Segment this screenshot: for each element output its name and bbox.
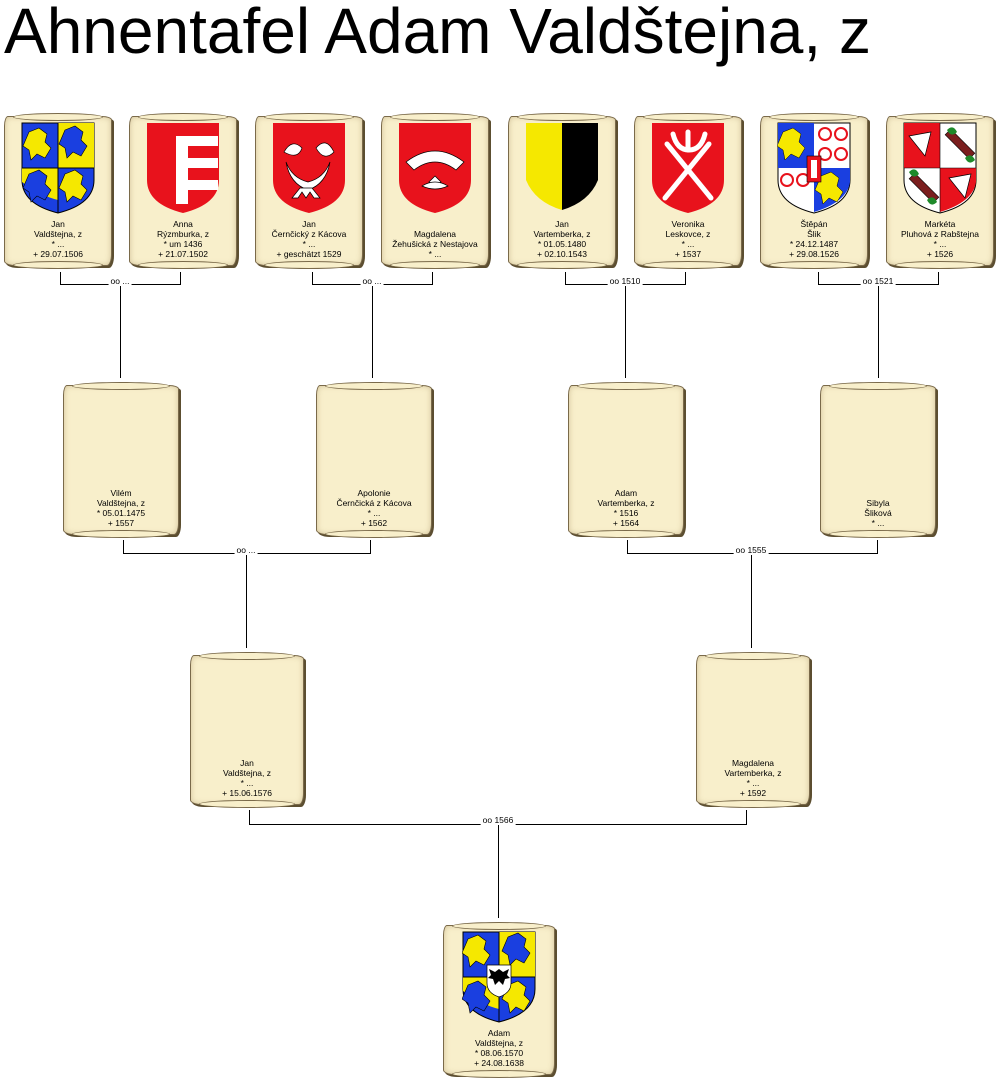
person-birth: * 24.12.1487 bbox=[789, 239, 839, 249]
person-given-name: Vilém bbox=[110, 488, 132, 498]
person-family-name: Vartemberka, z bbox=[597, 498, 655, 508]
coat-of-arms-icon bbox=[398, 122, 472, 214]
person-birth: * ... bbox=[240, 778, 254, 788]
person-given-name: Jan bbox=[555, 219, 569, 229]
person-death: + 15.06.1576 bbox=[222, 788, 272, 798]
person-birth: * ... bbox=[871, 518, 885, 528]
coat-of-arms-icon bbox=[777, 122, 851, 214]
connector-m4 bbox=[818, 272, 939, 378]
person-family-name: Vartemberka, z bbox=[533, 229, 591, 239]
person-card-stepan-slik[interactable]: Štěpán Šlik * 24.12.1487 + 29.08.1526 bbox=[760, 113, 868, 269]
person-given-name: Adam bbox=[614, 488, 638, 498]
person-death: + 29.07.1506 bbox=[33, 249, 83, 259]
coat-of-arms-icon bbox=[525, 122, 599, 214]
person-card-jan-vartemberk[interactable]: Jan Vartemberka, z * 01.05.1480 + 02.10.… bbox=[508, 113, 616, 269]
person-given-name: Anna bbox=[173, 219, 193, 229]
person-death: + 21.07.1502 bbox=[158, 249, 208, 259]
person-given-name: Jan bbox=[240, 758, 254, 768]
person-birth: * ... bbox=[367, 508, 381, 518]
marriage-label: oo 1566 bbox=[480, 815, 516, 825]
coat-of-arms-icon bbox=[146, 122, 220, 214]
person-given-name: Markéta bbox=[924, 219, 956, 229]
person-family-name: Černčický z Kácova bbox=[271, 229, 347, 239]
person-death: + 24.08.1638 bbox=[474, 1058, 524, 1068]
person-card-magdalena-vartemberk[interactable]: Magdalena Vartemberka, z * ... + 1592 bbox=[696, 652, 810, 808]
person-card-jan-valdstejn[interactable]: Jan Valdštejna, z * ... + 29.07.1506 bbox=[4, 113, 112, 269]
person-death: + 29.08.1526 bbox=[789, 249, 839, 259]
person-given-name: Adam bbox=[487, 1028, 511, 1038]
person-card-anna-ryzmburk[interactable]: Anna Rýzmburka, z * um 1436 + 21.07.1502 bbox=[129, 113, 237, 269]
person-birth: * ... bbox=[302, 239, 316, 249]
connector-m5 bbox=[123, 540, 371, 648]
person-card-adam-valdstejn[interactable]: Adam Valdštejna, z * 08.06.1570 + 24.08.… bbox=[443, 922, 555, 1078]
person-given-name: Jan bbox=[51, 219, 65, 229]
person-given-name: Veronika bbox=[671, 219, 705, 229]
person-family-name: Žehušická z Nestajova bbox=[392, 239, 478, 249]
person-given-name: Sibyla bbox=[866, 498, 890, 508]
person-card-magdalena-zehusicka[interactable]: Magdalena Žehušická z Nestajova * ... bbox=[381, 113, 489, 269]
connector-m3 bbox=[565, 272, 686, 378]
person-birth: * um 1436 bbox=[163, 239, 203, 249]
person-family-name: Šliková bbox=[864, 508, 892, 518]
person-family-name: Valdštejna, z bbox=[222, 768, 272, 778]
marriage-label: oo 1510 bbox=[607, 276, 643, 286]
person-birth: * ... bbox=[746, 778, 760, 788]
person-card-apolonie-cerncicka[interactable]: Apolonie Černčická z Kácova * ... + 1562 bbox=[316, 382, 432, 538]
person-given-name: Magdalena bbox=[731, 758, 775, 768]
person-given-name: Magdalena bbox=[413, 229, 457, 239]
person-death: + 1592 bbox=[739, 788, 767, 798]
person-card-veronika-leskovce[interactable]: Veronika Leskovce, z * ... + 1537 bbox=[634, 113, 742, 269]
coat-of-arms-icon bbox=[21, 122, 95, 214]
person-death: + geschätzt 1529 bbox=[276, 249, 342, 259]
person-given-name: Štěpán bbox=[800, 219, 828, 229]
connector-m7 bbox=[249, 810, 747, 918]
person-birth: * ... bbox=[681, 239, 695, 249]
person-family-name: Valdštejna, z bbox=[96, 498, 146, 508]
person-card-adam-vartemberk[interactable]: Adam Vartemberka, z * 1516 + 1564 bbox=[568, 382, 684, 538]
person-family-name: Vartemberka, z bbox=[724, 768, 782, 778]
person-birth: * ... bbox=[933, 239, 947, 249]
person-birth: * ... bbox=[428, 249, 442, 259]
person-death: + 1537 bbox=[674, 249, 702, 259]
person-family-name: Valdštejna, z bbox=[474, 1038, 524, 1048]
person-family-name: Šlik bbox=[807, 229, 821, 239]
person-death: + 1557 bbox=[107, 518, 135, 528]
person-death: + 02.10.1543 bbox=[537, 249, 587, 259]
marriage-label: oo ... bbox=[234, 545, 258, 555]
person-death: + 1564 bbox=[612, 518, 640, 528]
marriage-label: oo 1555 bbox=[733, 545, 769, 555]
person-card-marketa-pluhova[interactable]: Markéta Pluhová z Rabštejna * ... + 1526 bbox=[886, 113, 994, 269]
coat-of-arms-icon bbox=[651, 122, 725, 214]
person-family-name: Leskovce, z bbox=[665, 229, 711, 239]
person-death: + 1526 bbox=[926, 249, 954, 259]
coat-of-arms-icon bbox=[903, 122, 977, 214]
person-birth: * 1516 bbox=[613, 508, 639, 518]
person-birth: * 05.01.1475 bbox=[96, 508, 146, 518]
coat-of-arms-icon bbox=[462, 931, 536, 1023]
person-family-name: Pluhová z Rabštejna bbox=[901, 229, 979, 239]
person-family-name: Valdštejna, z bbox=[33, 229, 83, 239]
marriage-label: oo ... bbox=[360, 276, 384, 286]
person-birth: * 08.06.1570 bbox=[474, 1048, 524, 1058]
connector-m2 bbox=[312, 272, 433, 378]
marriage-label: oo 1521 bbox=[860, 276, 896, 286]
coat-of-arms-icon bbox=[272, 122, 346, 214]
person-card-sibyla-slikova[interactable]: Sibyla Šliková * ... bbox=[820, 382, 936, 538]
person-card-jan-cerncicky[interactable]: Jan Černčický z Kácova * ... + geschätzt… bbox=[255, 113, 363, 269]
person-card-jan-valdstejn-father[interactable]: Jan Valdštejna, z * ... + 15.06.1576 bbox=[190, 652, 304, 808]
person-family-name: Rýzmburka, z bbox=[157, 229, 209, 239]
marriage-label: oo ... bbox=[108, 276, 132, 286]
person-birth: * ... bbox=[51, 239, 65, 249]
person-death: + 1562 bbox=[360, 518, 388, 528]
connector-m1 bbox=[60, 272, 181, 378]
page-title: Ahnentafel Adam Valdštejna, z bbox=[4, 0, 871, 67]
person-card-vilem-valdstejn[interactable]: Vilém Valdštejna, z * 05.01.1475 + 1557 bbox=[63, 382, 179, 538]
person-birth: * 01.05.1480 bbox=[537, 239, 587, 249]
connector-m6 bbox=[627, 540, 878, 648]
person-given-name: Apolonie bbox=[357, 488, 391, 498]
person-family-name: Černčická z Kácova bbox=[336, 498, 412, 508]
person-given-name: Jan bbox=[302, 219, 316, 229]
